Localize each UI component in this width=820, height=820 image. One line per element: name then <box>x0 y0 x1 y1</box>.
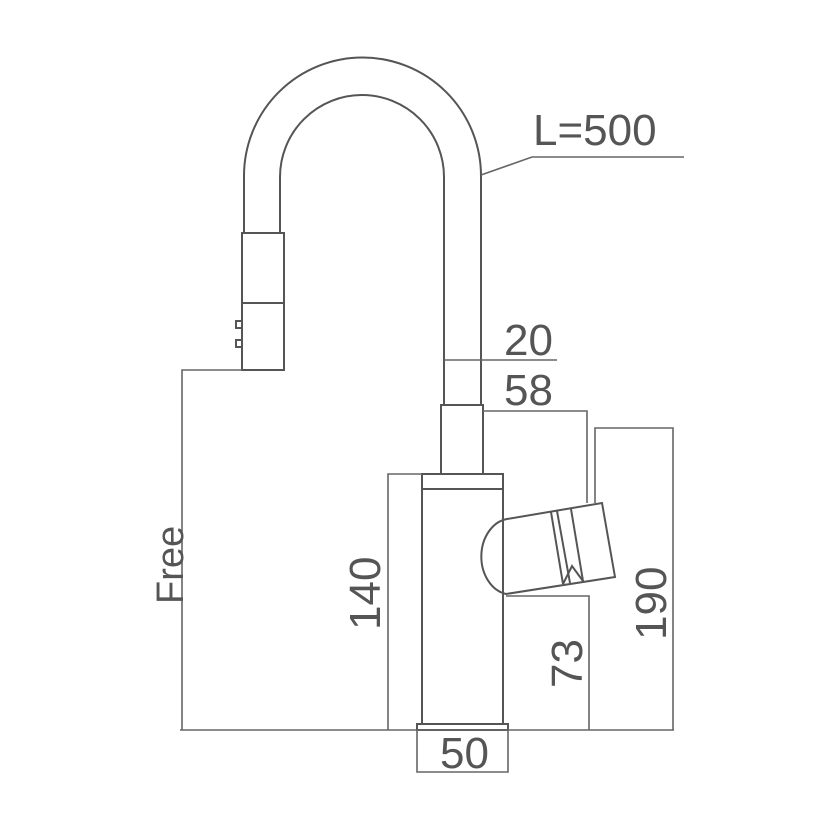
lever-band-3 <box>570 508 584 582</box>
hose-length-label: L=500 <box>533 106 657 155</box>
free-height-label: Free <box>150 526 192 604</box>
free-dimension <box>181 369 242 730</box>
lever-band-2 <box>556 510 571 584</box>
hose-inner <box>279 94 445 405</box>
lever-height-dimension <box>506 595 590 730</box>
sprayer-button-bottom <box>235 339 243 348</box>
lever-band-1 <box>550 511 564 585</box>
lever-height-label: 73 <box>543 639 592 688</box>
hose-outer <box>243 56 482 405</box>
sprayer-head <box>241 232 285 371</box>
total-height-label: 190 <box>627 567 676 640</box>
total-height-dimension <box>594 427 674 730</box>
lever-notch <box>562 564 584 585</box>
faucet-lever <box>480 501 617 596</box>
body-height-dimension <box>387 473 422 730</box>
faucet-body <box>421 473 504 725</box>
base-width-dimension <box>416 730 509 773</box>
neck-dimension-line <box>483 410 588 503</box>
faucet-neck <box>440 404 484 475</box>
base-width-label: 50 <box>440 729 489 778</box>
neck-width-label: 58 <box>504 366 553 415</box>
spout-diameter-label: 20 <box>504 316 553 365</box>
sprayer-button-top <box>235 320 243 329</box>
hose-length-leader <box>480 156 684 176</box>
body-height-label: 140 <box>341 557 390 630</box>
